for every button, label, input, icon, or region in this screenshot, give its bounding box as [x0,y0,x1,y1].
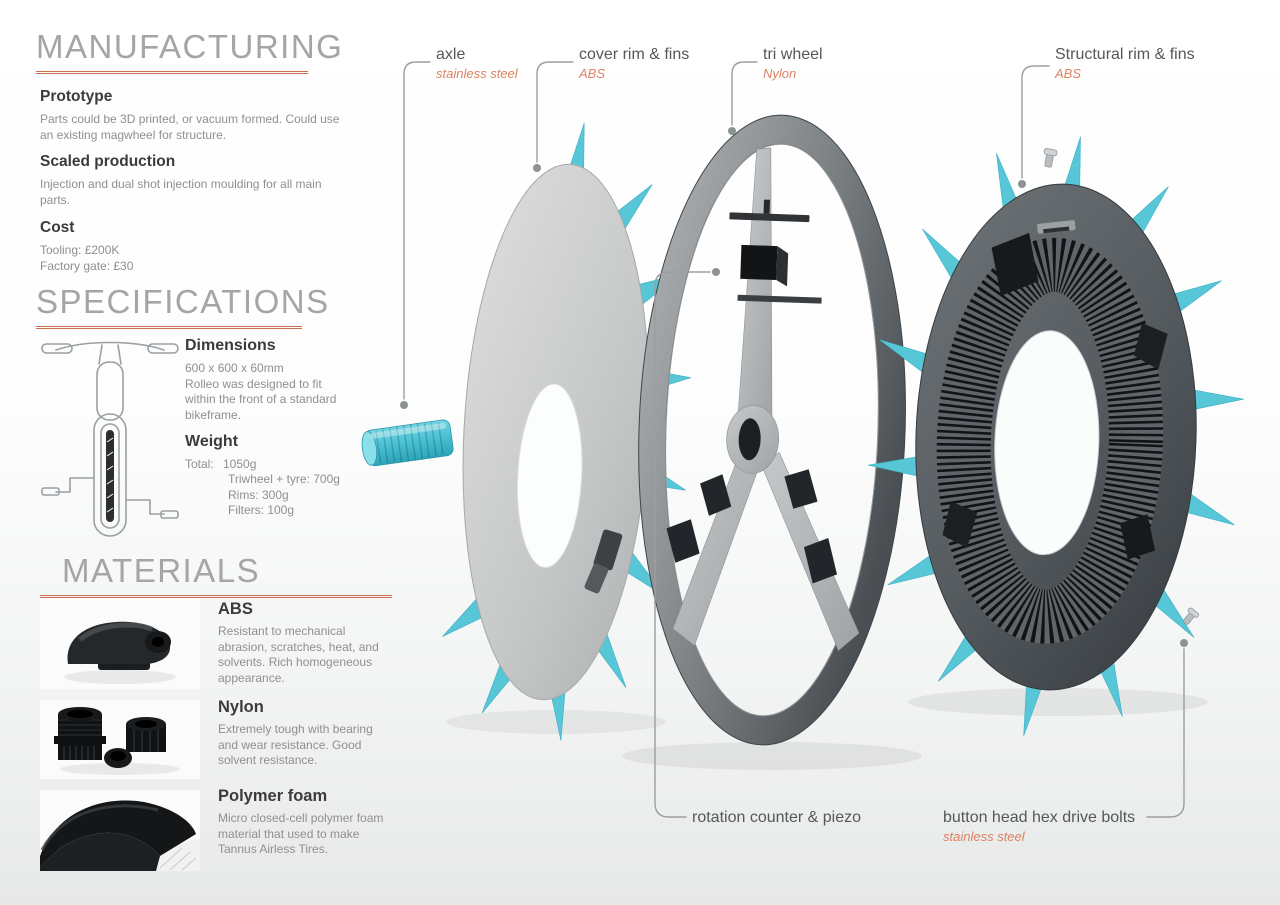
label-axle-material: stainless steel [436,66,518,81]
weight-breakdown: Triwheel + tyre: 700g Rims: 300g Filters… [228,472,340,517]
label-cover-rim: cover rim & fins [579,46,690,63]
cost-body: Tooling: £200K Factory gate: £30 [40,243,134,273]
tri-wheel-part [638,114,906,746]
dimensions-title: Dimensions [185,337,276,354]
label-rotation-counter: rotation counter & piezo [692,809,861,826]
leader-lines [400,61,1188,818]
leader-cover [536,61,574,163]
leader-rotation [654,271,711,818]
label-tri-wheel: tri wheel [763,46,823,63]
scaled-production-title: Scaled production [40,153,176,170]
label-axle: axle [436,46,466,63]
label-cover-rim-material: ABS [579,66,606,81]
leader-tri-wheel [731,61,758,126]
manufacturing-heading: MANUFACTURING [36,28,342,74]
disc-bracket [584,563,609,594]
prototype-title: Prototype [40,88,113,105]
nylon-title: Nylon [218,698,264,716]
hub-hole [738,418,761,461]
disc-bracket [593,529,623,571]
axle-part [361,419,454,467]
weight-total-value: 1050g [223,457,257,471]
label-hex-bolts-material: stainless steel [943,829,1025,844]
leader-axle [403,61,431,400]
structural-rim-part [867,136,1244,737]
dimensions-body: 600 x 600 x 60mm Rolleo was designed to … [185,361,337,422]
polymer-foam-desc: Micro closed-cell polymer foam material … [218,811,384,856]
abs-photo [40,598,200,689]
materials-heading: MATERIALS [40,552,392,598]
rotation-counter-box [740,244,778,281]
weight-title: Weight [185,433,239,450]
leader-structural [1021,65,1050,179]
label-structural-rim-material: ABS [1055,66,1082,81]
abs-desc: Resistant to mechanical abrasion, scratc… [218,624,379,685]
spoke-upper [736,147,773,432]
cover-rim-part [442,122,691,741]
weight-total-label: Total: [185,457,214,471]
foam-photo [40,790,200,871]
cost-title: Cost [40,219,75,236]
label-hex-bolts: button head hex drive bolts [943,809,1136,826]
leader-bolts [1146,648,1185,818]
polymer-foam-title: Polymer foam [218,787,328,805]
scaled-production-body: Injection and dual shot injection mouldi… [40,177,322,207]
prototype-body: Parts could be 3D printed, or vacuum for… [40,112,340,142]
hex-bolt-right [1183,607,1199,625]
label-tri-wheel-material: Nylon [763,66,797,81]
specifications-heading: SPECIFICATIONS [36,283,328,329]
ground-shadows [446,688,1208,770]
nylon-desc: Extremely tough with bearing and wear re… [218,722,373,767]
bike-drawing [40,332,180,543]
label-structural-rim: Structural rim & fins [1055,46,1195,63]
nylon-photo [40,700,200,779]
abs-title: ABS [218,600,253,618]
hex-bolt-top [1043,148,1058,168]
